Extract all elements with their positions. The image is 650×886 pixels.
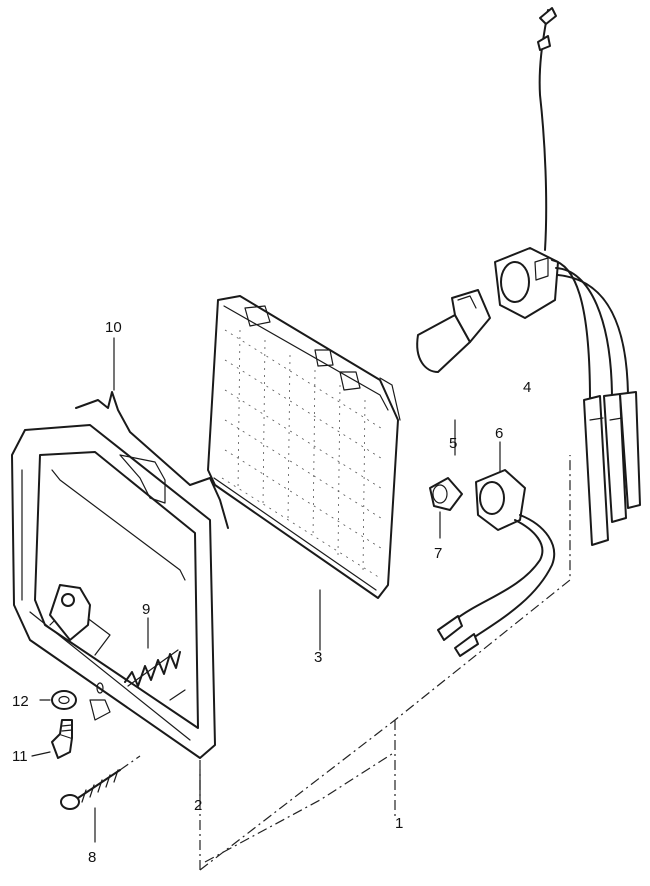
socket-harness [494, 7, 641, 546]
callout-9: 9 [142, 601, 150, 618]
headlight-rim [11, 424, 216, 759]
sealed-beam-lens [207, 295, 401, 599]
callout-11: 11 [12, 748, 28, 765]
callout-10: 10 [105, 319, 122, 336]
wire-clip-spring [75, 391, 229, 529]
headlight-bulb [416, 289, 491, 373]
callout-3: 3 [314, 649, 322, 666]
assembly-leader-lines [199, 455, 571, 871]
callout-leaders [31, 337, 501, 843]
long-screw [60, 755, 141, 810]
callout-6: 6 [495, 425, 503, 442]
callout-8: 8 [88, 849, 96, 866]
washer [51, 690, 77, 710]
lens-grid [221, 329, 385, 579]
short-screw [51, 719, 73, 759]
position-bulb [429, 477, 463, 511]
callout-4: 4 [523, 379, 531, 396]
position-lamp-socket [437, 469, 556, 657]
callout-7: 7 [434, 545, 442, 562]
callout-2: 2 [194, 797, 202, 814]
callout-12: 12 [12, 693, 29, 710]
callout-labels: 1 2 3 4 5 6 7 8 9 10 11 12 [12, 319, 531, 866]
adjusting-spring [124, 649, 181, 687]
callout-1: 1 [395, 815, 403, 832]
callout-5: 5 [449, 435, 457, 452]
